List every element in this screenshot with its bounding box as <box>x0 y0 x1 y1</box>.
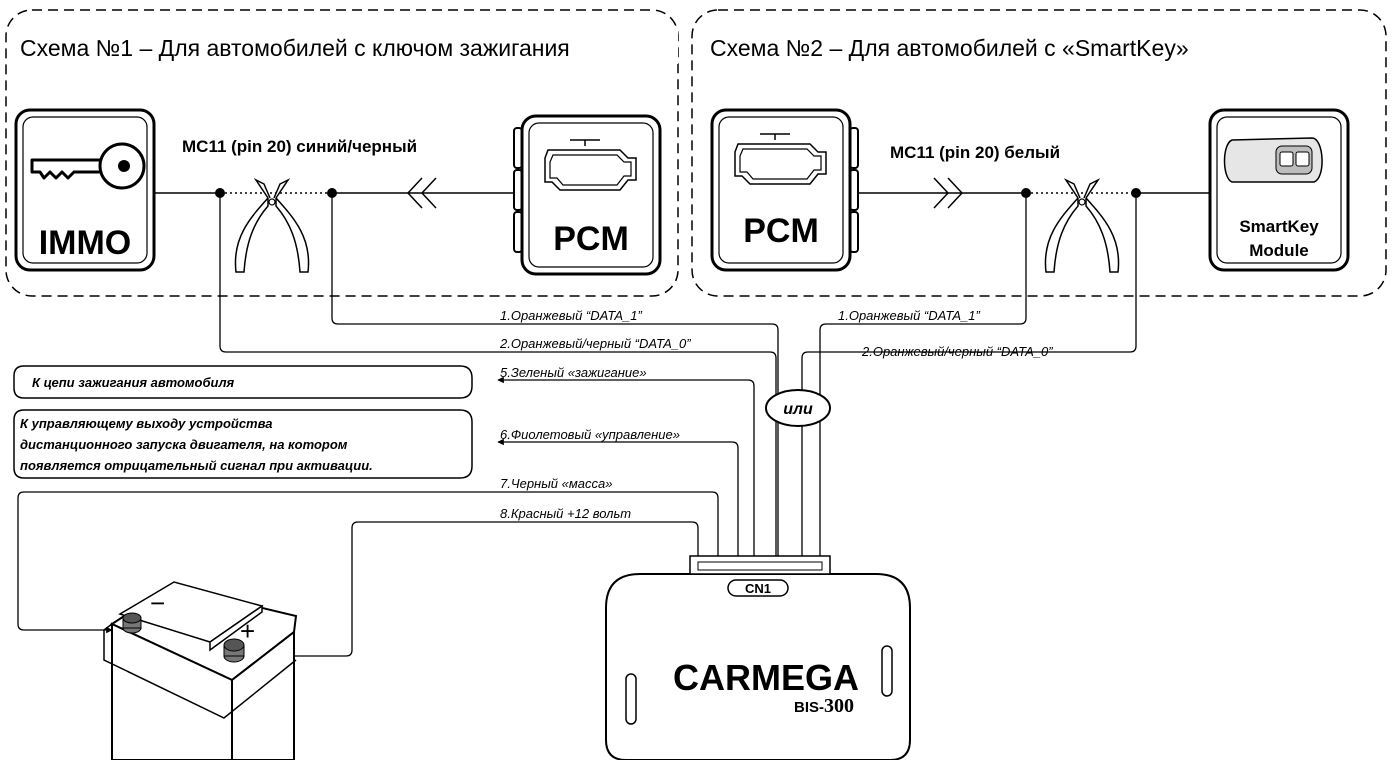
scheme1-title: Схема №1 – Для автомобилей с ключом зажи… <box>20 35 570 61</box>
ignition-note-box <box>13 365 473 399</box>
engine-icon <box>734 133 827 185</box>
brand-logo: CARMEGA <box>673 657 859 698</box>
control-note-line3: появляется отрицательный сигнал при акти… <box>20 458 373 473</box>
control-note-line2: дистанционного запуска двигателя, на кот… <box>20 437 348 452</box>
scheme2-frame <box>691 9 1387 297</box>
control-note-box <box>13 409 473 479</box>
wire-cutters-icon <box>1044 178 1120 273</box>
smartkey-fob-icon <box>1223 137 1323 183</box>
ignition-note: К цепи зажигания автомобиля <box>32 375 235 390</box>
scheme2-title: Схема №2 – Для автомобилей с «SmartKey» <box>710 35 1189 61</box>
wire-1-label-left: 1.Оранжевый “DATA_1” <box>500 308 642 323</box>
wire-2-label-right: 2.Оранжевый/черный “DATA_0” <box>861 344 1053 359</box>
wire-7-label: 7.Черный «масса» <box>500 476 612 491</box>
battery-plus: + <box>240 616 255 646</box>
wire-cutters-icon <box>234 178 310 273</box>
immo-label: IMMO <box>39 224 132 262</box>
scheme1-wire-label: MC11 (pin 20) синий/черный <box>182 137 417 156</box>
or-label: или <box>783 401 813 418</box>
smartkey-module: SmartKey Module <box>1208 108 1350 272</box>
pcm-label-scheme2: PCM <box>743 212 819 250</box>
pcm-module-scheme1: PCM <box>513 114 662 276</box>
wire-1-label-right: 1.Оранжевый “DATA_1” <box>838 308 980 323</box>
smartkey-label-line2: Module <box>1249 241 1309 260</box>
battery-icon: − + <box>103 581 298 760</box>
wire-6-label: 6.Фиолетовый «управление» <box>500 427 680 442</box>
control-note-line1: К управляющему выходу устройства <box>20 416 273 431</box>
connector-label: CN1 <box>745 581 771 596</box>
model-label: BIS-300 <box>794 695 854 717</box>
model-prefix: BIS- <box>794 699 824 716</box>
pcm-label-scheme1: PCM <box>553 220 629 258</box>
wire-8-label: 8.Красный +12 вольт <box>500 506 631 521</box>
battery-minus: − <box>150 588 165 618</box>
signal-direction-icon <box>406 177 437 209</box>
scheme1-frame <box>5 9 679 297</box>
engine-icon <box>544 139 637 191</box>
wire-2-label-left: 2.Оранжевый/черный “DATA_0” <box>499 336 691 351</box>
smartkey-label-line1: SmartKey <box>1239 217 1319 236</box>
pcm-module-scheme2: PCM <box>710 108 859 272</box>
key-icon <box>30 142 146 190</box>
scheme2-wire-label: MC11 (pin 20) белый <box>890 143 1060 162</box>
immo-module: IMMO <box>14 108 156 272</box>
signal-direction-icon <box>933 177 964 209</box>
or-badge <box>765 389 831 427</box>
model-number: 300 <box>824 695 854 717</box>
wire-5-label: 5.Зеленый «зажигание» <box>500 365 647 380</box>
carmega-device: CN1 CARMEGA BIS-300 <box>605 555 911 760</box>
